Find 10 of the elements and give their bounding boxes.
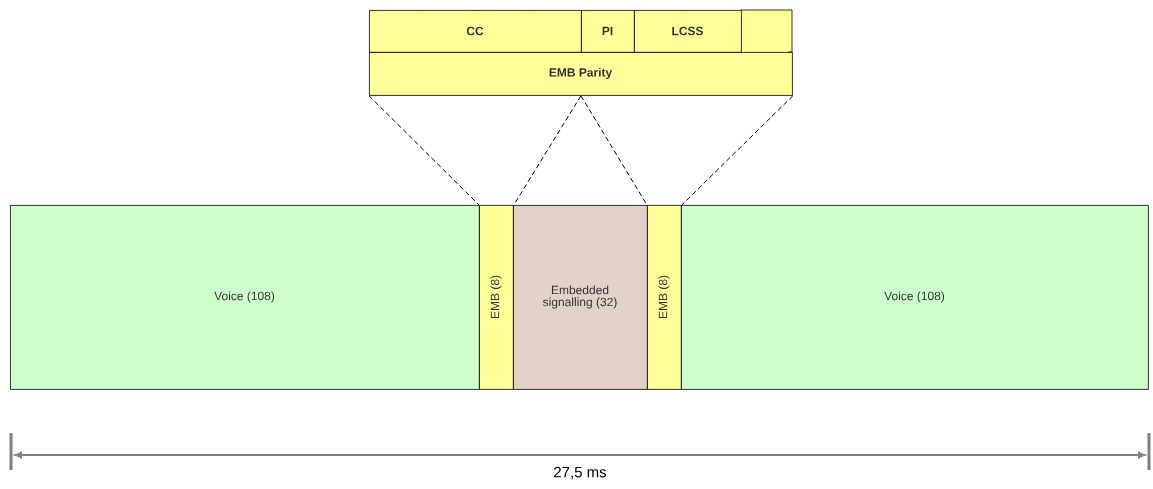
- leader-line: [580, 95, 648, 206]
- signalling-block: Embedded signalling (32): [513, 205, 648, 390]
- emb-block: EMB (8): [647, 205, 682, 390]
- field-cell: PI: [581, 10, 635, 53]
- leader-line: [368, 95, 480, 206]
- voice-block: Voice (108): [10, 205, 480, 390]
- voice-block: Voice (108): [681, 205, 1149, 390]
- leader-line: [681, 95, 794, 206]
- dimension-label: 27,5 ms: [554, 466, 607, 480]
- emb-block: EMB (8): [479, 205, 514, 390]
